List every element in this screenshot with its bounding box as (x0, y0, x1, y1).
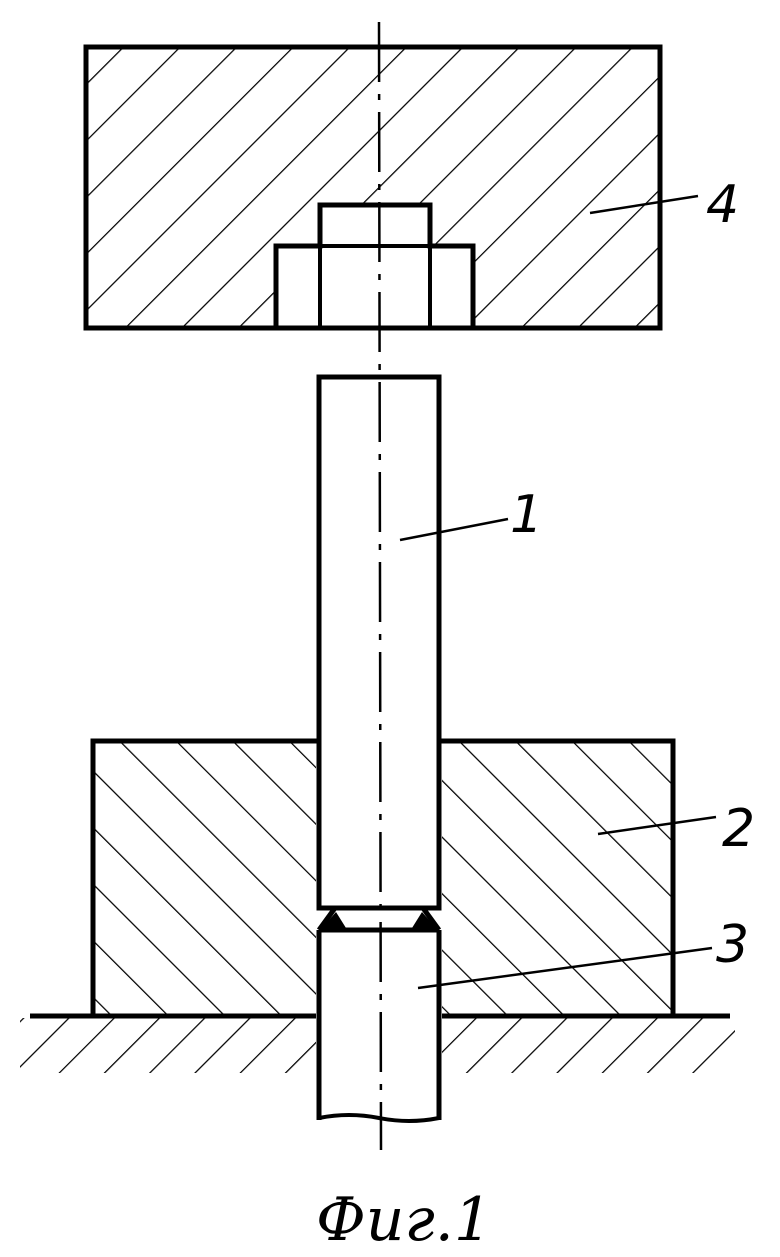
callout-4: 4 (706, 175, 739, 235)
callout-3: 3 (716, 915, 749, 975)
callout-1: 1 (510, 485, 543, 545)
part-3-lower-plug (316, 927, 442, 1123)
leader-line-1 (399, 517, 509, 542)
leader-line-4 (589, 194, 699, 215)
center-axis-line (377, 21, 383, 1151)
leader-line-2 (597, 815, 717, 836)
callout-2: 2 (722, 799, 755, 859)
part-4-upper-die (83, 44, 663, 331)
part-1-rod (316, 374, 442, 911)
leader-line-3 (417, 946, 713, 990)
figure-caption: Фиг.1 (316, 1185, 492, 1255)
